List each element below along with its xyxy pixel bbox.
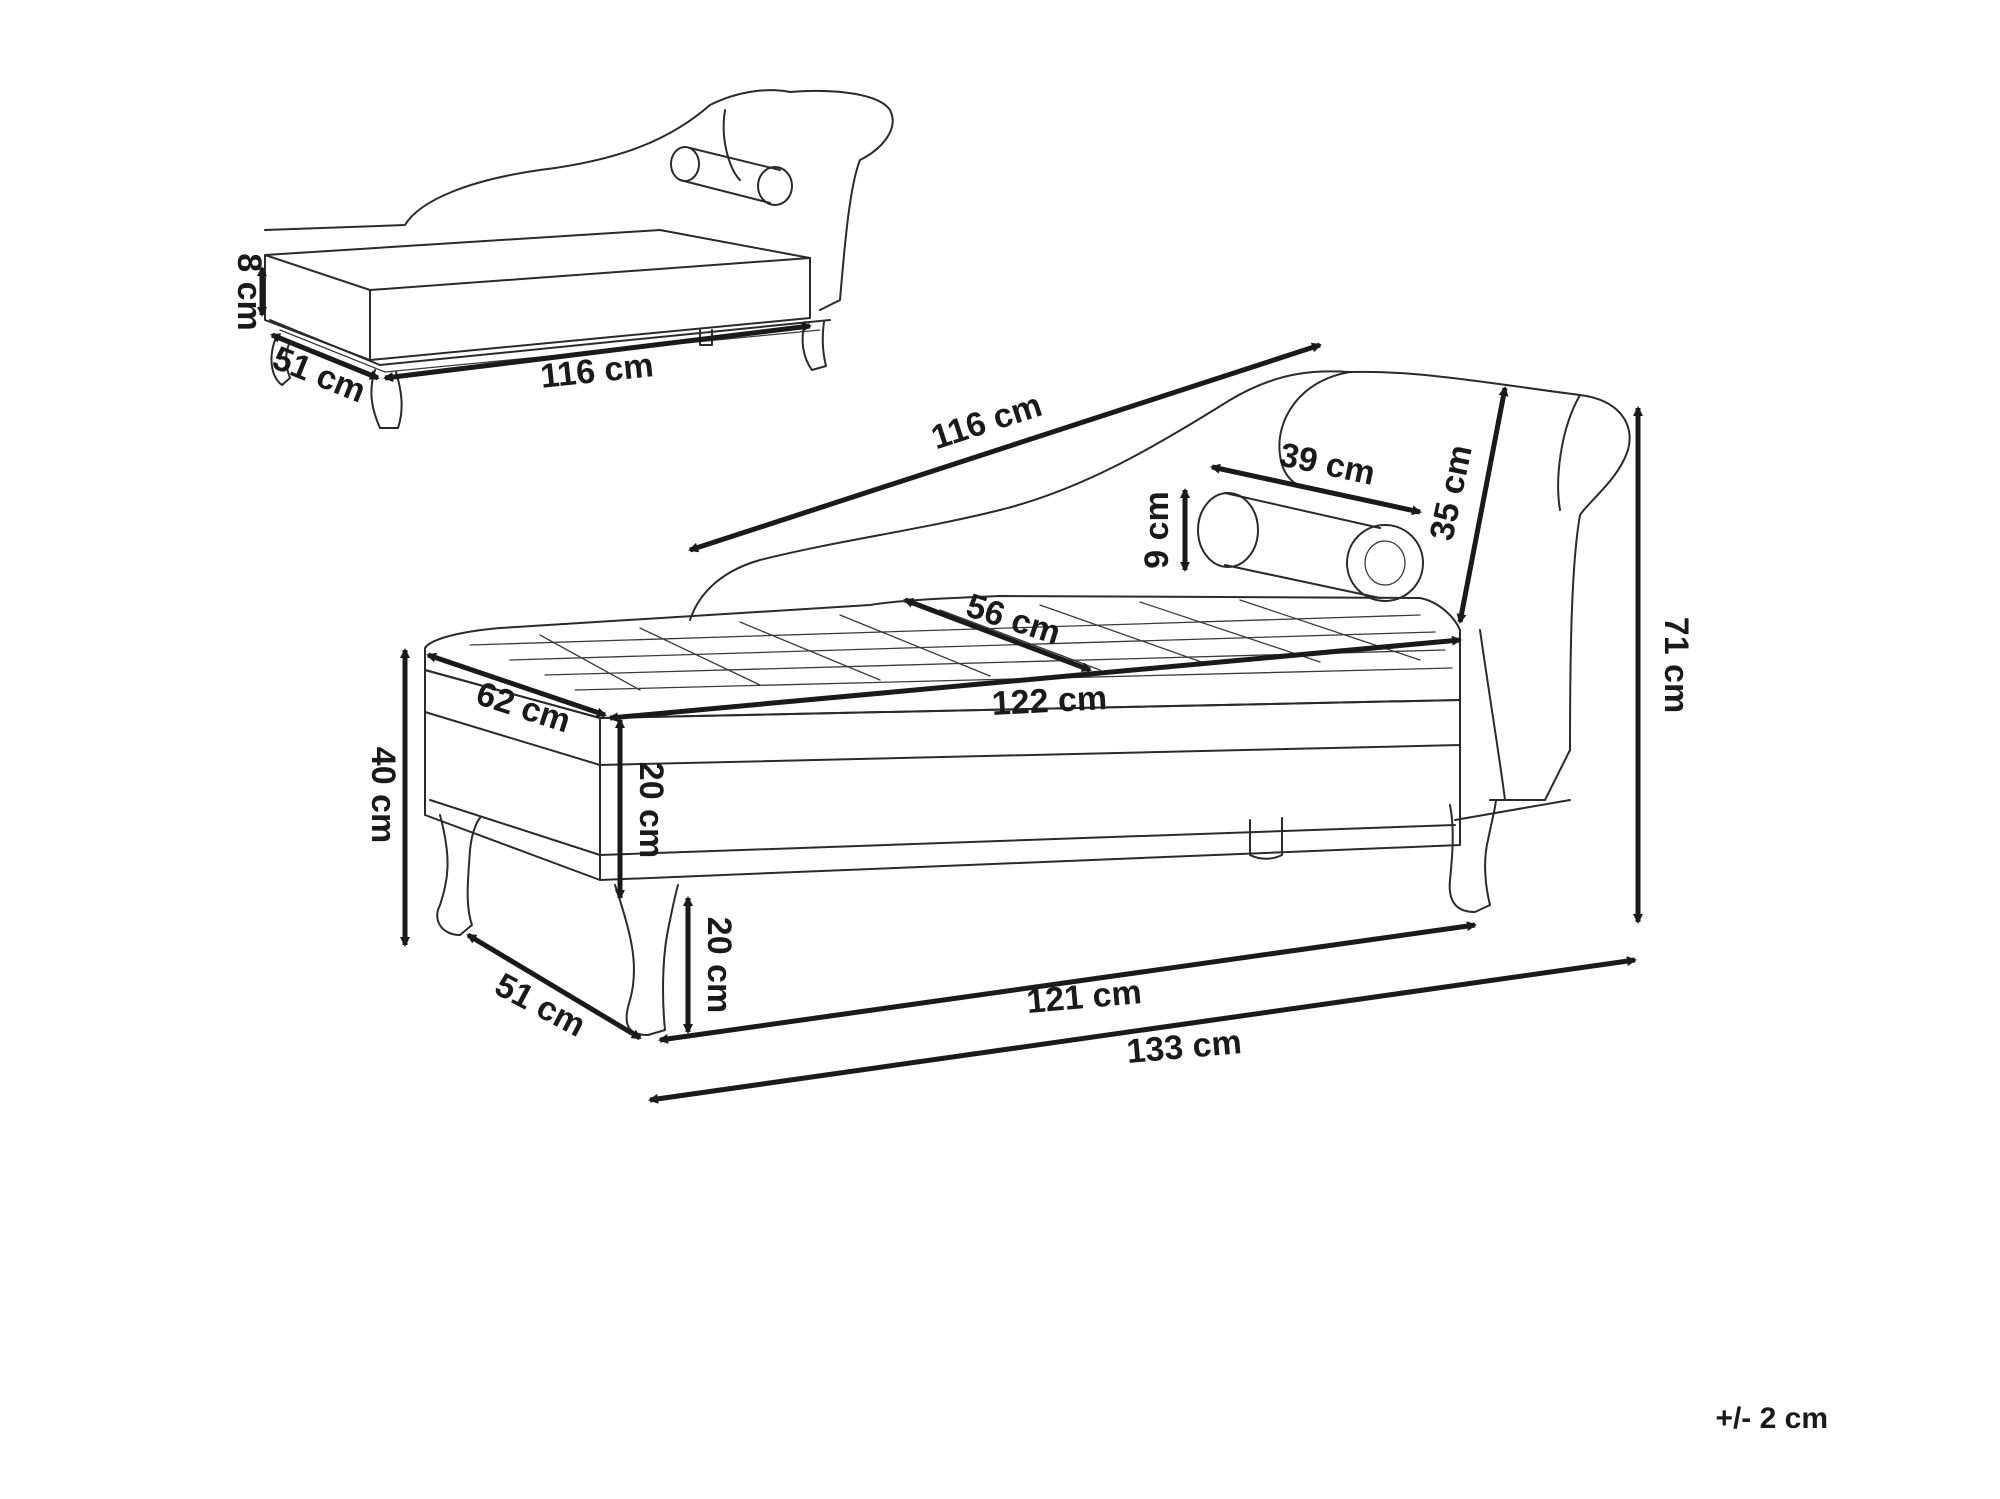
small-depth-label: 51 cm: [267, 339, 371, 410]
small-length-dim-line: [383, 322, 812, 382]
main-chaise-view: 116 cm 39 cm 9 cm 35 cm 56 cm 62 cm 122 …: [364, 342, 1695, 1104]
small-seat-lift-label: 8 cm: [230, 253, 268, 331]
main-bolster: [1197, 492, 1424, 602]
total-height-label: 71 cm: [1657, 617, 1695, 713]
seat-depth-dim-line: [426, 652, 607, 718]
small-chaise-view: 8 cm 51 cm 116 cm: [230, 89, 894, 429]
tufting-pattern: [469, 599, 1453, 691]
tolerance-note: +/- 2 cm: [1715, 1402, 1828, 1435]
back-length-label: 116 cm: [927, 386, 1047, 457]
arm-height-label: 35 cm: [1423, 442, 1480, 544]
small-depth-dim-line: [270, 332, 380, 381]
back-length-dim-line: [688, 342, 1322, 553]
small-length-label: 116 cm: [538, 346, 655, 396]
bolster-diameter-label: 9 cm: [1138, 491, 1176, 569]
base-length-label: 121 cm: [1025, 973, 1143, 1021]
seat-length-label: 122 cm: [991, 679, 1108, 723]
small-bolster: [670, 146, 793, 206]
arm-height-dim-line: [1456, 386, 1509, 624]
total-length-dim-line: [648, 956, 1637, 1104]
base-height-label: 20 cm: [632, 762, 670, 858]
seat-height-label: 40 cm: [364, 747, 402, 843]
depth-dim-line: [466, 932, 642, 1041]
seat-length-dim-line: [608, 635, 1462, 723]
bolster-length-dim-line: [1210, 463, 1422, 516]
leg-height-label: 20 cm: [700, 917, 738, 1013]
